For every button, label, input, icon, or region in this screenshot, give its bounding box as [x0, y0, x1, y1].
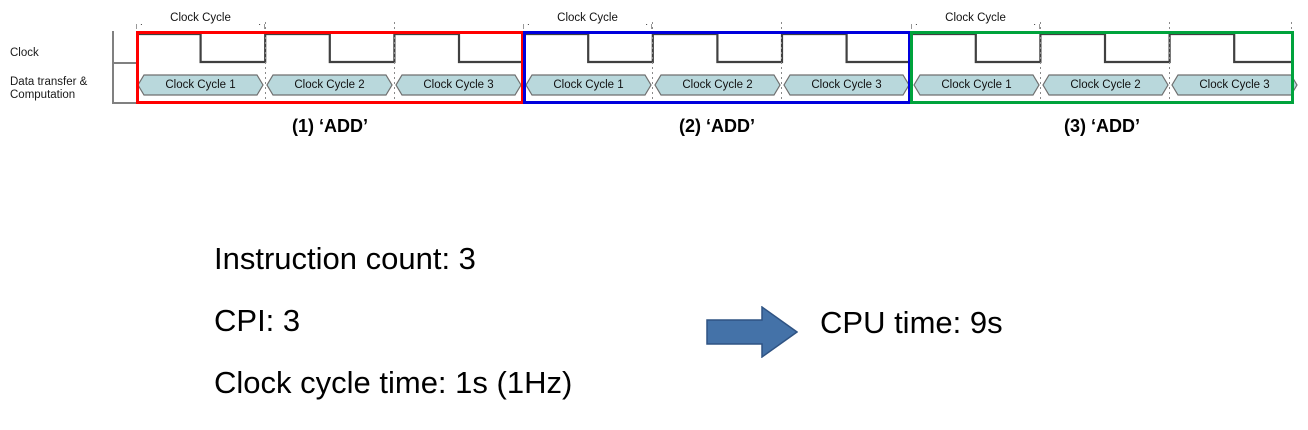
- clock-cycle-annotation: Clock Cycle: [523, 12, 652, 30]
- summary-section: Instruction count: 3 CPI: 3 Clock cycle …: [0, 232, 1308, 430]
- cycle-separator: [394, 22, 395, 100]
- cycle-cell: Clock Cycle 3: [395, 74, 522, 96]
- cycle-separator: [1040, 22, 1041, 100]
- cycle-separator: [781, 22, 782, 100]
- cycle-cell: Clock Cycle 3: [783, 74, 910, 96]
- cycle-cell-label: Clock Cycle 3: [811, 79, 882, 91]
- summary-line-cpi: CPI: 3: [214, 303, 301, 338]
- cycle-cell-label: Clock Cycle 1: [165, 79, 236, 91]
- summary-line-instruction-count: Instruction count: 3: [214, 241, 476, 276]
- instruction-label-2: (2) ‘ADD’: [679, 116, 755, 136]
- cycle-cell: Clock Cycle 3: [1171, 74, 1298, 96]
- cycle-cell: Clock Cycle 2: [1042, 74, 1169, 96]
- cycle-cell: Clock Cycle 1: [525, 74, 652, 96]
- cycle-cell-label: Clock Cycle 1: [553, 79, 624, 91]
- axis-vertical-line: [112, 31, 114, 104]
- summary-line-clock-cycle-time: Clock cycle time: 1s (1Hz): [214, 365, 573, 400]
- right-arrow-icon: [706, 306, 798, 358]
- instruction-label-1: (1) ‘ADD’: [292, 116, 368, 136]
- row-label-clock: Clock: [10, 47, 39, 59]
- instruction-label-3: (3) ‘ADD’: [1064, 116, 1140, 136]
- cycle-separator: [265, 22, 266, 100]
- cycle-cell-label: Clock Cycle 3: [423, 79, 494, 91]
- cycle-cell: Clock Cycle 1: [913, 74, 1040, 96]
- clock-cycle-annotation: Clock Cycle: [911, 12, 1040, 30]
- annotation-label: Clock Cycle: [136, 12, 265, 24]
- cycle-separator: [652, 22, 653, 100]
- instruction-box-2: [523, 31, 911, 104]
- axis-stub-baseline: [112, 102, 136, 104]
- instruction-box-3: [910, 31, 1294, 104]
- cycle-cell-label: Clock Cycle 1: [941, 79, 1012, 91]
- cycle-cell-label: Clock Cycle 2: [294, 79, 365, 91]
- timing-diagram: Clock Data transfer & Computation Clock …: [0, 0, 1308, 150]
- cycle-cell-label: Clock Cycle 3: [1199, 79, 1270, 91]
- instruction-box-1: [136, 31, 524, 104]
- cycle-cell-label: Clock Cycle 2: [1070, 79, 1141, 91]
- result-cpu-time: CPU time: 9s: [820, 305, 1003, 340]
- clock-cycle-annotation: Clock Cycle: [136, 12, 265, 30]
- cycle-cell: Clock Cycle 2: [266, 74, 393, 96]
- row-label-data-transfer: Data transfer & Computation: [10, 76, 88, 101]
- cycle-separator: [1169, 22, 1170, 100]
- cycle-cell: Clock Cycle 2: [654, 74, 781, 96]
- annotation-label: Clock Cycle: [523, 12, 652, 24]
- annotation-label: Clock Cycle: [911, 12, 1040, 24]
- cycle-cell: Clock Cycle 1: [137, 74, 264, 96]
- axis-stub-clock: [112, 62, 136, 64]
- cycle-cell-label: Clock Cycle 2: [682, 79, 753, 91]
